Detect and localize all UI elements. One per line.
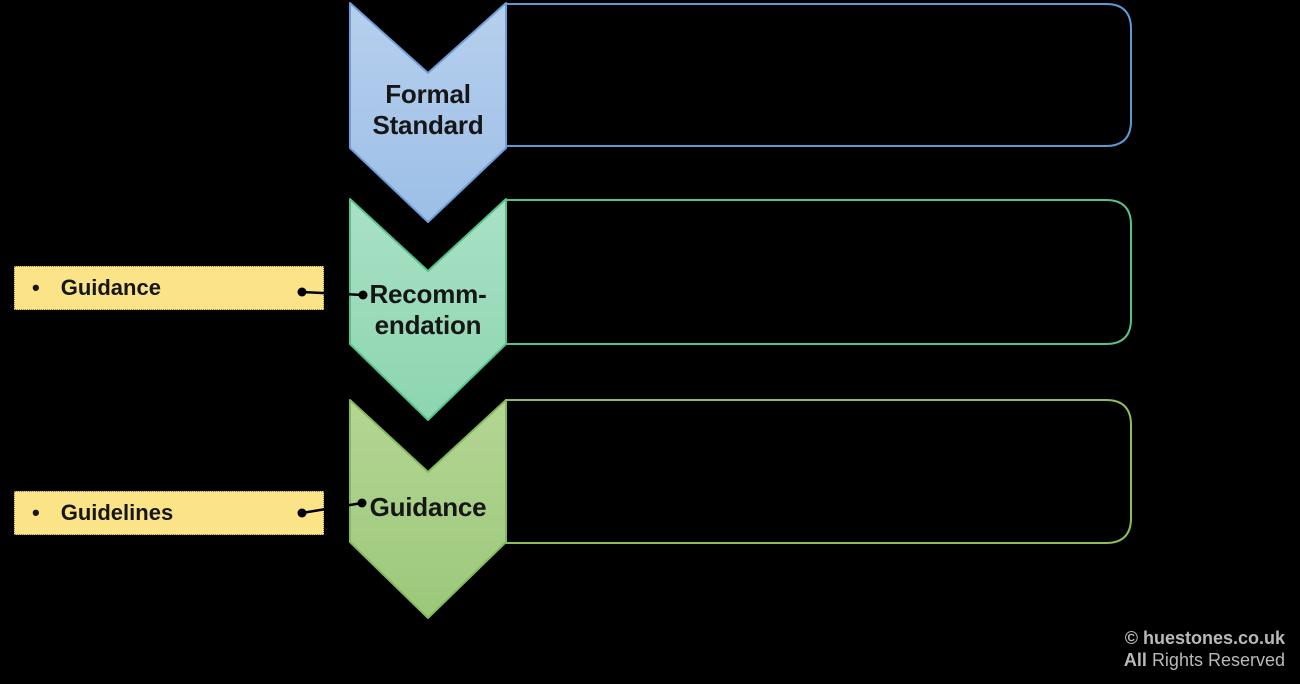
copyright-site: © huestones.co.uk: [1124, 628, 1285, 648]
panel-guidance: [505, 399, 1132, 544]
chevron-recommendation: [349, 198, 507, 421]
connector-dot-icon: [297, 287, 307, 297]
chevron-guidance: [349, 399, 507, 619]
panel-recommendation: [505, 199, 1132, 345]
connector-dot-icon: [358, 290, 368, 300]
callout-guidelines: • Guidelines: [14, 491, 324, 535]
connector-guidance: [297, 287, 368, 300]
bullet-icon: •: [32, 275, 40, 300]
copyright-rights-lead: All: [1123, 650, 1147, 670]
copyright-rights-rest: Rights Reserved: [1151, 650, 1285, 670]
chevron-label-guidance: Guidance: [369, 492, 487, 522]
bullet-icon: •: [32, 500, 40, 525]
chevron-label-formal-standard: Formal Standard: [372, 79, 484, 140]
connector-guidelines: [297, 498, 367, 518]
callout-guidelines-label: Guidelines: [60, 500, 174, 525]
chevron-label-recommendation: Recomm- endation: [369, 279, 487, 340]
panel-formal-standard: [505, 3, 1132, 147]
connector-dot-icon: [297, 508, 307, 518]
chevron-formal-standard: [349, 2, 507, 223]
connector-dot-icon: [357, 498, 367, 508]
callout-guidance: • Guidance: [14, 266, 324, 310]
callout-guidance-label: Guidance: [60, 275, 161, 300]
